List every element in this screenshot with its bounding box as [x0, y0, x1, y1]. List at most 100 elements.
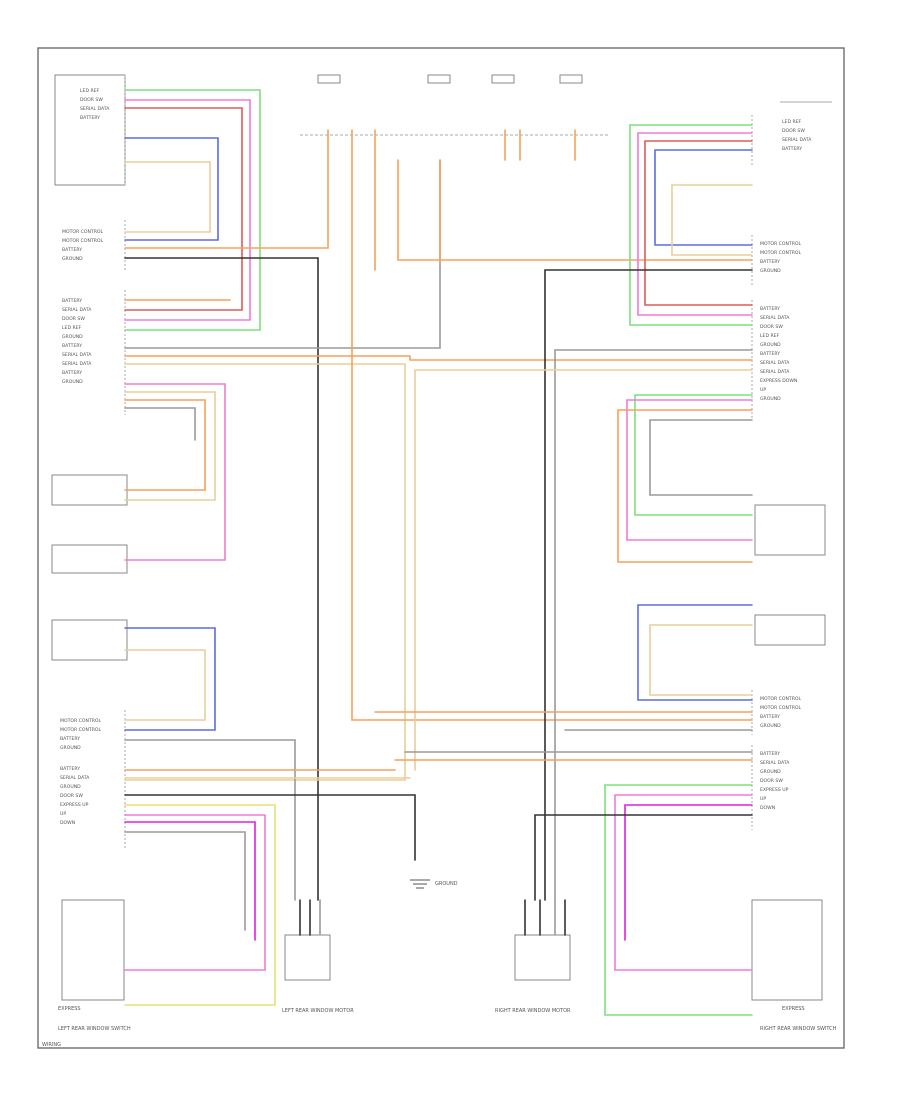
wire-green-33 — [634, 394, 753, 516]
right-top-label-1: DOOR SW — [782, 128, 805, 134]
left-driver-switch-block: LED REF DOOR SW SERIAL DATA BATTERY — [54, 74, 126, 186]
wire-orange-35 — [617, 409, 753, 563]
right-top-label-3: BATTERY — [782, 146, 802, 152]
rr-module-label-1: SERIAL DATA — [760, 760, 790, 766]
wire-gray-56 — [124, 831, 246, 931]
wire-green-0 — [124, 89, 261, 331]
lr-module-label-0: MOTOR CONTROL — [60, 718, 102, 724]
wire-pink-44 — [614, 794, 753, 971]
right-battery-label-8: EXPRESS DOWN — [760, 378, 797, 384]
right-motor-caption: RIGHT REAR WINDOW MOTOR — [495, 1008, 571, 1014]
wire-pink-34 — [626, 399, 753, 541]
wire-magenta-45 — [624, 804, 753, 941]
left-battery-label-9: GROUND — [62, 379, 83, 385]
driver-switch-label-0: LED REF — [80, 88, 100, 94]
left-aux-box-2 — [51, 544, 128, 574]
right-battery-label-7: SERIAL DATA — [760, 369, 790, 375]
right-battery-label-9: UP — [760, 387, 766, 393]
wire-tan-32 — [414, 369, 753, 771]
wire-pink-11 — [124, 383, 226, 561]
right-switch-express-label: EXPRESS — [782, 1006, 805, 1012]
right-battery-label-2: DOOR SW — [760, 324, 783, 330]
left-rear-motor: LEFT REAR WINDOW MOTOR — [282, 934, 354, 1014]
right-rear-module-block: BATTERY SERIAL DATA GROUND DOOR SW EXPRE… — [751, 745, 790, 830]
fuse-3 — [491, 74, 515, 84]
rr-motor-label-2: BATTERY — [760, 714, 780, 720]
wire-gray-36 — [649, 419, 753, 496]
lr-module-label-6: GROUND — [60, 784, 81, 790]
rr-motor-label-3: GROUND — [760, 723, 781, 729]
wire-black-30 — [544, 269, 753, 901]
wire-pink-54 — [124, 814, 266, 971]
right-rear-motor: RIGHT REAR WINDOW MOTOR — [495, 934, 571, 1014]
rr-module-label-4: EXPRESS UP — [760, 787, 789, 793]
wire-green-25 — [629, 124, 753, 326]
rr-motor-label-1: MOTOR CONTROL — [760, 705, 802, 711]
lr-module-label-5: SERIAL DATA — [60, 775, 90, 781]
wire-red-27 — [644, 140, 753, 306]
left-motor-label-1: MOTOR CONTROL — [62, 238, 104, 244]
fuse-block-top — [300, 74, 832, 136]
wire-blue-47 — [124, 627, 216, 731]
left-motor-caption: LEFT REAR WINDOW MOTOR — [282, 1008, 354, 1014]
right-battery-block: BATTERY SERIAL DATA DOOR SW LED REF GROU… — [751, 300, 797, 420]
wire-magenta-55 — [124, 821, 256, 941]
left-battery-label-2: DOOR SW — [62, 316, 85, 322]
left-rear-module-block: MOTOR CONTROL MOTOR CONTROL BATTERY GROU… — [60, 710, 126, 850]
wire-yellow-53 — [124, 804, 276, 1006]
footer-label: WIRING — [42, 1042, 61, 1048]
rr-module-label-5: UP — [760, 796, 766, 802]
fuse-4 — [559, 74, 583, 84]
right-battery-label-6: SERIAL DATA — [760, 360, 790, 366]
right-rear-motor-block: MOTOR CONTROL MOTOR CONTROL BATTERY GROU… — [751, 690, 802, 735]
left-aux-box-3 — [51, 619, 128, 661]
left-motor-block: MOTOR CONTROL MOTOR CONTROL BATTERY GROU… — [62, 220, 126, 270]
wire-gray-31 — [554, 349, 753, 901]
left-aux-box-1 — [51, 474, 128, 506]
wire-pink-26 — [637, 132, 753, 316]
right-top-block: LED REF DOOR SW SERIAL DATA BATTERY — [751, 115, 812, 165]
right-motor-block: MOTOR CONTROL MOTOR CONTROL BATTERY GROU… — [751, 235, 802, 285]
wire-tan-10 — [124, 363, 406, 781]
driver-switch-label-1: DOOR SW — [80, 97, 103, 103]
driver-switch-box — [54, 74, 126, 186]
right-battery-label-5: BATTERY — [760, 351, 780, 357]
wire-black-52 — [124, 794, 416, 861]
wire-black-7 — [124, 257, 319, 901]
lr-module-label-8: EXPRESS UP — [60, 802, 89, 808]
wire-pink-1 — [124, 99, 251, 321]
center-ground-label: GROUND — [435, 881, 458, 887]
wire-orange-18 — [397, 159, 753, 261]
right-battery-label-1: SERIAL DATA — [760, 315, 790, 321]
lr-module-label-1: MOTOR CONTROL — [60, 727, 102, 733]
wire-gray-49 — [124, 739, 296, 901]
right-battery-label-0: BATTERY — [760, 306, 780, 312]
wire-orange-13 — [124, 399, 206, 491]
lr-module-label-4: BATTERY — [60, 766, 80, 772]
right-aux-box-2 — [754, 614, 826, 646]
driver-switch-label-3: BATTERY — [80, 115, 100, 121]
diagram-frame — [37, 47, 845, 1049]
left-motor-label-0: MOTOR CONTROL — [62, 229, 104, 235]
left-battery-label-1: SERIAL DATA — [62, 307, 92, 313]
right-battery-label-4: GROUND — [760, 342, 781, 348]
wire-gray-14 — [124, 407, 196, 441]
driver-switch-label-2: SERIAL DATA — [80, 106, 110, 112]
left-motor-label-3: GROUND — [62, 256, 83, 262]
wire-tan-4 — [124, 161, 211, 233]
left-battery-label-7: SERIAL DATA — [62, 361, 92, 367]
wire-blue-28 — [654, 149, 753, 246]
center-ground: GROUND — [410, 879, 458, 889]
left-battery-label-4: GROUND — [62, 334, 83, 340]
left-battery-label-0: BATTERY — [62, 298, 82, 304]
left-switch-express-label: EXPRESS — [58, 1006, 81, 1012]
wire-green-43 — [604, 784, 753, 1016]
rr-module-label-0: BATTERY — [760, 751, 780, 757]
lr-module-label-7: DOOR SW — [60, 793, 83, 799]
rr-module-label-2: GROUND — [760, 769, 781, 775]
wire-orange-23 — [351, 159, 753, 721]
right-aux-boxes — [754, 504, 826, 646]
lr-module-label-10: DOWN — [60, 820, 75, 826]
right-aux-box-1 — [754, 504, 826, 556]
